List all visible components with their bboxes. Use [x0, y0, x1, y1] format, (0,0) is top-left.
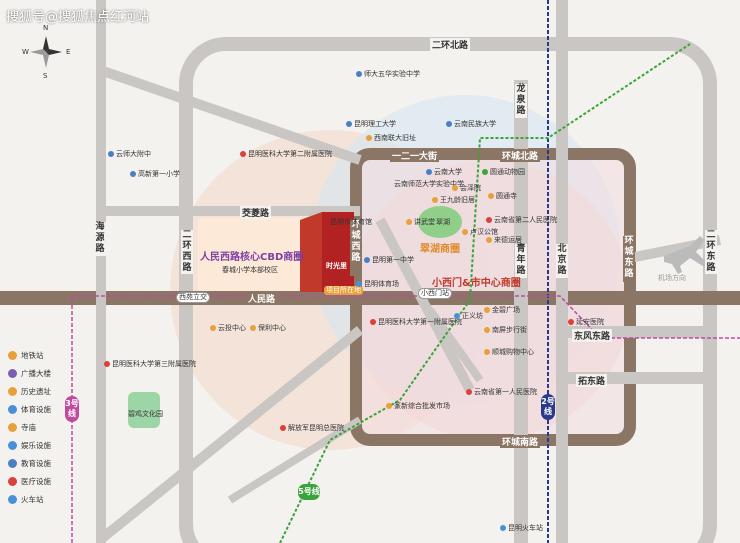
metro-line5-badge: 5号线 [298, 484, 320, 500]
poi-32: 解放军昆明总医院 [280, 424, 344, 433]
road-dongfeng-east: 东风东路 [572, 329, 613, 342]
road-beijing: 北京路 [556, 244, 568, 278]
poi-25: 正义坊 [454, 312, 483, 321]
legend-med: 医疗设施 [8, 476, 51, 487]
metro-line3 [71, 295, 740, 543]
poi-16: 云南省第二人民医院 [486, 216, 557, 225]
legend-metro: 地铁站 [8, 350, 44, 361]
poi-6: 高新第一小学 [130, 170, 180, 179]
road-jiaoling: 茭菱路 [240, 206, 272, 219]
road-huancheng-south: 环城南路 [500, 435, 541, 448]
station-xiba: 西苑立交 [176, 292, 210, 303]
road-renmin: 人民路 [246, 292, 278, 305]
metro-line5 [279, 43, 691, 543]
project-name: 时光里 [326, 262, 347, 270]
poi-27: 南屏步行街 [484, 326, 527, 335]
poi-21: 昆明体育场 [356, 280, 399, 289]
poi-30: 昆明医科大学第三附属医院 [104, 360, 196, 369]
road-qingnian: 青年路 [515, 244, 527, 278]
poi-15: 卢汉公馆 [462, 228, 498, 237]
road-erhuan-north: 二环北路 [430, 38, 471, 51]
area-cbd: 人民西路核心CBD商圈 [200, 252, 304, 263]
compass-w: W [22, 48, 29, 56]
poi-24: 昆明医科大学第一附属医院 [370, 318, 462, 327]
poi-29: 延安医院 [568, 318, 604, 327]
poi-34: 云南省第一人民医院 [466, 388, 537, 397]
road-tuodong: 拓东路 [576, 374, 608, 387]
poi-10: 会泽院 [452, 184, 481, 193]
xiba-road [375, 217, 475, 393]
poi-18: 昆明市体育馆 [330, 218, 372, 226]
road-huancheng-west: 环城西路 [350, 220, 362, 276]
poi-13: 翠湖 [436, 218, 450, 226]
station-xiaoximen: 小西门站 [418, 288, 452, 299]
area-xiaoximen: 小西门&市中心商圈 [432, 278, 521, 289]
poi-33: 篆新综合批发市场 [386, 402, 450, 411]
road-erhuan-west: 二环西路 [181, 230, 193, 274]
legend-edu: 教育设施 [8, 458, 51, 469]
airport-plane-icon [664, 236, 710, 274]
legend-ent: 娱乐设施 [8, 440, 51, 451]
area-airport: 机场方向 [658, 274, 686, 282]
poi-4: 云师大附中 [108, 150, 151, 159]
haiyuan-road [96, 0, 106, 543]
legend-temple: 寺庙 [8, 422, 36, 433]
poi-22: 云投中心 [210, 324, 246, 333]
renmin-road [0, 291, 740, 305]
road-huancheng-east: 环城东路 [623, 236, 635, 282]
poi-3: 西南联大旧址 [366, 134, 416, 143]
road-yier-yi: 一二一大街 [390, 149, 440, 162]
project-label: 项目所在地 [324, 286, 363, 295]
poi-19: 春城小学本部校区 [222, 266, 278, 274]
area-cuihu: 翠湖商圈 [420, 244, 460, 255]
cuihu-lake [418, 206, 462, 238]
jiaoling-road [100, 206, 360, 216]
kunluo-road [227, 416, 363, 504]
poi-28: 顺城购物中心 [484, 348, 534, 357]
poi-8: 云南师范大学实验中学 [394, 180, 464, 188]
road-erhuan-east: 二环东路 [705, 230, 717, 274]
compass-n: N [43, 24, 49, 32]
poi-31: 碧鸡文化园 [128, 410, 163, 418]
biji-park [128, 392, 160, 428]
poi-9: 圆通动物园 [482, 168, 525, 177]
qingnian-road [514, 80, 528, 543]
southwest-road [96, 326, 364, 543]
compass-s: S [43, 72, 48, 80]
project-building-shadow [300, 212, 322, 292]
poi-2: 云南民族大学 [446, 120, 496, 129]
compass-e: E [66, 48, 71, 56]
poi-7: 云南大学 [426, 168, 462, 177]
huangtupo-road [98, 65, 362, 165]
poi-11: 王九龄旧居 [432, 196, 475, 205]
project-building [322, 212, 354, 292]
watermark: 搜狐号@搜狐焦点红河站 [6, 10, 150, 25]
poi-26: 金碧广场 [484, 306, 520, 315]
poi-17: 来德运居 [486, 236, 522, 245]
legend-broadcast: 广播大楼 [8, 368, 51, 379]
compass-icon [30, 36, 62, 68]
poi-14: 圆通寺 [488, 192, 517, 201]
poi-12: 讲武堂 [406, 218, 435, 227]
poi-23: 保利中心 [250, 324, 286, 333]
legend-history: 历史遗址 [8, 386, 51, 397]
road-huancheng-north: 环城北路 [500, 149, 541, 162]
road-longquan: 龙泉路 [515, 84, 527, 118]
metro-line2-badge: 2号线 [541, 394, 555, 420]
poi-35: 昆明火车站 [500, 524, 543, 533]
poi-5: 昆明医科大学第二附属医院 [240, 150, 332, 159]
poi-0: 师大五华实验中学 [356, 70, 420, 79]
poi-20: 昆明第一中学 [364, 256, 414, 265]
poi-1: 昆明理工大学 [346, 120, 396, 129]
metro-line3-badge: 3号线 [65, 396, 79, 422]
road-haiyuan: 海源路 [94, 222, 106, 256]
legend-sport: 体育设施 [8, 404, 51, 415]
legend-train: 火车站 [8, 494, 44, 505]
